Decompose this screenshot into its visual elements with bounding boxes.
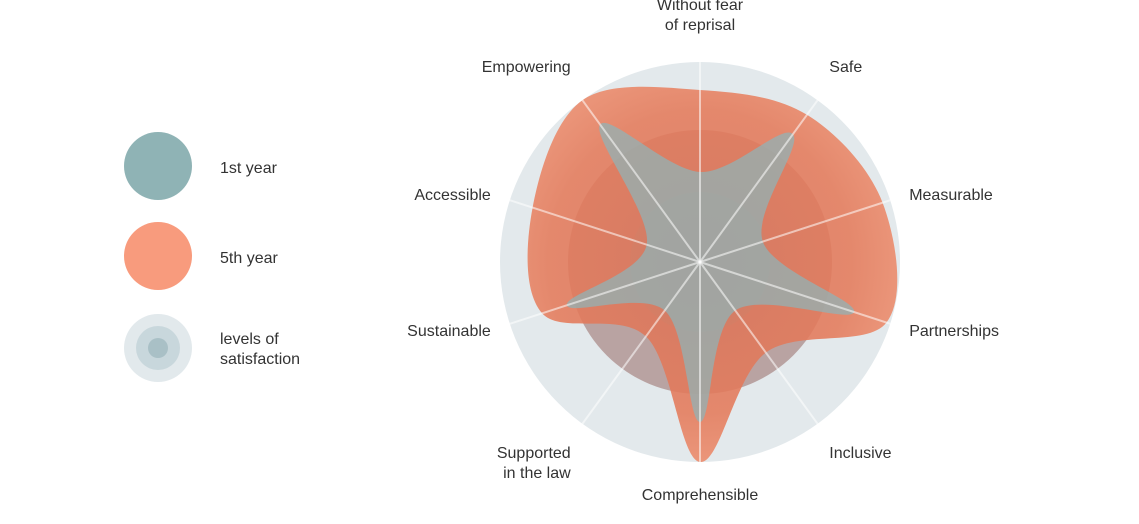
axis-label-partnerships: Partnerships [909, 323, 999, 340]
legend-label-1st-year: 1st year [220, 160, 277, 177]
axis-label-line: Safe [829, 59, 862, 76]
spoke-safe [699, 99, 819, 263]
axis-label-without-fear-of-reprisal: Without fear of reprisal [657, 0, 744, 34]
legend-label-levels-line1: levels of [220, 331, 279, 348]
axis-label-comprehensible: Comprehensible [642, 487, 759, 504]
axis-labels: Without fear of reprisalSafeMeasurablePar… [407, 0, 999, 504]
legend: 1st year 5th year levels of satisfaction [0, 0, 360, 524]
legend-levels-ring-inner [148, 338, 168, 358]
radar-chart: Without fear of reprisalSafeMeasurablePar… [407, 0, 999, 504]
legend-swatch-levels [124, 314, 192, 382]
spoke-empowering [581, 99, 701, 263]
spoke-measurable [699, 199, 891, 263]
axis-label-line: of reprisal [665, 17, 735, 34]
spoke-supported-in-the-law [581, 261, 701, 425]
spoke-inclusive [699, 261, 819, 425]
axis-label-line: Supported [497, 445, 571, 462]
axis-label-measurable: Measurable [909, 187, 993, 204]
axis-label-sustainable: Sustainable [407, 323, 491, 340]
legend-label-levels-line2: satisfaction [220, 351, 301, 368]
axis-label-accessible: Accessible [414, 187, 491, 204]
series-layer [527, 86, 898, 463]
axis-label-line: in the law [503, 465, 571, 482]
spoke-sustainable [509, 261, 701, 325]
legend-label-levels: levels of satisfaction [220, 330, 300, 370]
axis-label-inclusive: Inclusive [829, 445, 891, 462]
axis-label-line: Comprehensible [642, 487, 759, 504]
series-1st-year-area [566, 122, 855, 423]
axis-label-line: Accessible [414, 187, 491, 204]
axis-label-line: Partnerships [909, 323, 999, 340]
axis-label-line: Inclusive [829, 445, 891, 462]
spoke-accessible [509, 199, 701, 263]
legend-item-5th-year: 5th year [124, 222, 364, 292]
axis-label-line: Sustainable [407, 323, 491, 340]
legend-label-5th-year: 5th year [220, 250, 278, 267]
legend-swatch-1st-year [124, 132, 192, 200]
axis-spokes [509, 62, 891, 462]
spoke-partnerships [699, 261, 891, 325]
axis-label-empowering: Empowering [482, 59, 571, 76]
axis-label-line: Empowering [482, 59, 571, 76]
axis-label-safe: Safe [829, 59, 862, 76]
legend-item-levels: levels of satisfaction [124, 314, 364, 384]
axis-label-supported-in-the-law: Supported in the law [497, 445, 571, 482]
axis-label-line: Without fear [657, 0, 744, 14]
legend-swatch-5th-year [124, 222, 192, 290]
legend-item-1st-year: 1st year [124, 132, 364, 202]
axis-label-line: Measurable [909, 187, 993, 204]
